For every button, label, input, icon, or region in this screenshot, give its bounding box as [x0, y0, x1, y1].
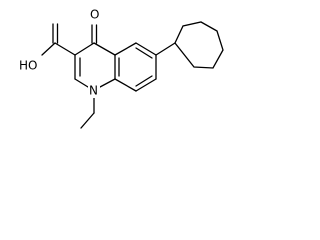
cycloheptyl-ring [174, 21, 224, 69]
bond-c2-n1 [74, 78, 89, 88]
bond-c7-c8-inner [135, 75, 153, 87]
ring-nitrogen-label: N [89, 84, 98, 98]
bond-ch2-ch3 [80, 112, 95, 129]
bond-c6-cyclo [155, 42, 176, 56]
carbonyl-o-bg [88, 7, 100, 21]
carbonyl-oxygen-label: O [90, 8, 99, 22]
bond-c5-c6-inner [135, 47, 153, 59]
structure-svg: O HO N [18, 7, 224, 129]
bond-c5-c6 [135, 42, 157, 56]
atom-labels: O HO N [18, 7, 100, 98]
bond-cooh-oh [41, 42, 56, 56]
acid-oh-bg [18, 59, 42, 73]
bond-c4-c3 [74, 42, 95, 56]
molecule-drawing: O HO N [18, 7, 224, 129]
ring-n-bg [88, 84, 100, 98]
bond-c3-cooh [54, 42, 76, 56]
bond-c7-c8 [135, 78, 157, 92]
acid-hydroxyl-label: HO [19, 59, 37, 73]
bond-c8-c8a [114, 78, 137, 92]
bond-n1-c8a [99, 78, 116, 88]
bond-c4a-c5 [114, 42, 137, 56]
bonds [41, 21, 224, 129]
bond-c4a-c4 [93, 42, 116, 56]
